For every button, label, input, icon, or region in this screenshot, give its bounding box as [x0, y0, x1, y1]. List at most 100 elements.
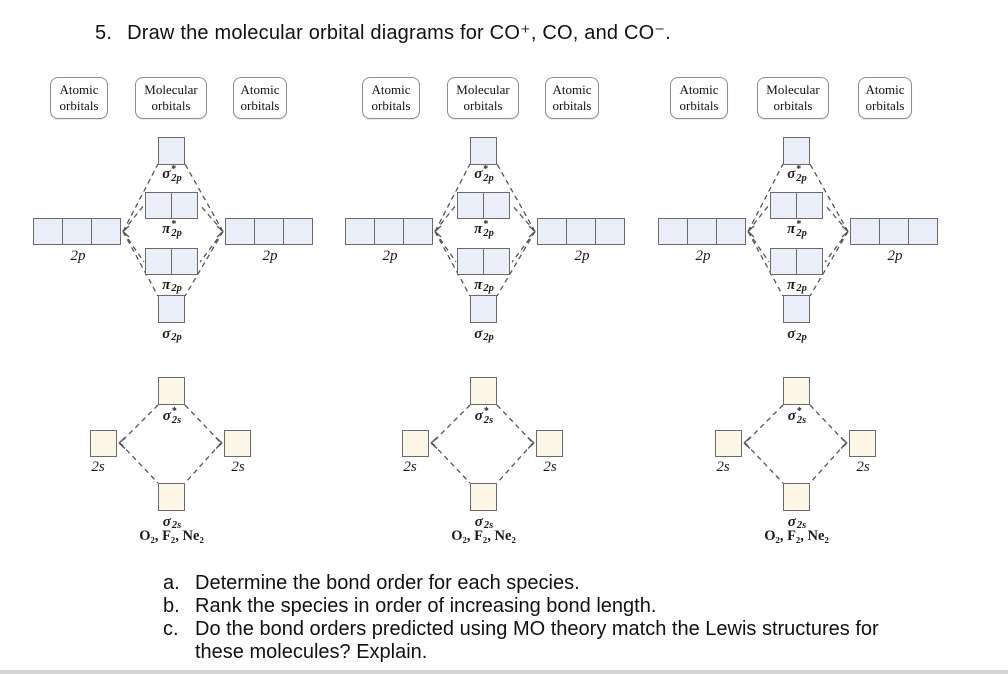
orbital-subscript: 2p	[796, 332, 807, 343]
pi-symbol: π	[787, 277, 796, 293]
right-2s-ao-box	[224, 430, 251, 457]
orbital-cell	[879, 218, 909, 245]
molecular-orbitals-box: Molecular orbitals	[757, 77, 829, 119]
orbital-cell	[158, 137, 185, 165]
left-2p-ao-boxes	[345, 218, 433, 245]
right-2p-label: 2p	[574, 248, 590, 264]
orbital-subscript: 2s	[483, 414, 494, 426]
atomic-orbitals-box-right: Atomic orbitals	[858, 77, 912, 119]
orbital-cell	[158, 377, 185, 405]
mo-diagram-co-minus: Atomic orbitals Molecular orbitals Atomi…	[655, 75, 955, 555]
orbital-cell	[716, 218, 746, 245]
orbital-cell	[225, 218, 255, 245]
question-list: a. Determine the bond order for each spe…	[163, 572, 901, 664]
right-2s-ao-box	[536, 430, 563, 457]
left-2p-label: 2p	[695, 248, 711, 264]
orbital-cell	[224, 430, 251, 457]
sigma-star-2s-label: σ*2s	[146, 407, 198, 426]
orbital-subscript: 2p	[483, 332, 494, 343]
problem-number: 5.	[95, 22, 113, 44]
orbital-cell	[850, 218, 880, 245]
orbital-cell	[33, 218, 63, 245]
right-2p-ao-boxes	[537, 218, 625, 245]
sigma-star-2s-label: σ*2s	[458, 407, 510, 426]
sigma-2p-box	[783, 295, 810, 323]
orbital-cell	[687, 218, 717, 245]
pi-symbol: π	[474, 221, 483, 237]
sigma-star-2p-label: σ*2p	[146, 165, 198, 184]
pi-symbol: π	[162, 277, 171, 293]
orbital-subscript: 2s	[483, 520, 494, 531]
pi-star-2p-boxes	[457, 192, 510, 219]
mo-diagram-co: Atomic orbitals Molecular orbitals Atomi…	[342, 75, 642, 555]
pi-symbol: π	[787, 221, 796, 237]
question-text: Rank the species in order of increasing …	[195, 595, 657, 617]
left-2s-label: 2s	[91, 459, 105, 475]
pi-2p-boxes	[145, 248, 198, 275]
orbital-cell	[254, 218, 284, 245]
right-2s-label: 2s	[231, 459, 245, 475]
right-2p-label: 2p	[262, 248, 278, 264]
star-superscript: *	[796, 164, 802, 175]
sigma-symbol: σ	[162, 166, 171, 182]
orbital-subscript: 2p	[796, 283, 807, 294]
sigma-symbol: σ	[162, 408, 171, 424]
atomic-orbitals-box-right: Atomic orbitals	[233, 77, 287, 119]
orbital-cell	[770, 248, 797, 275]
sigma-star-2p-box	[783, 137, 810, 165]
orbital-subscript: 2p	[171, 172, 182, 184]
orbital-cell	[783, 137, 810, 165]
orbital-cell	[158, 483, 185, 511]
sigma-symbol: σ	[787, 408, 796, 424]
sigma-star-2p-label: σ*2p	[458, 164, 510, 184]
pi-star-2p-boxes	[770, 192, 823, 219]
left-2p-label: 2p	[382, 248, 398, 264]
sigma-2s-box	[158, 483, 185, 511]
orbital-cell	[470, 295, 497, 323]
sigma-2p-box	[470, 295, 497, 323]
question-letter: b.	[163, 595, 180, 617]
orbital-cell	[715, 430, 742, 457]
star-superscript: *	[483, 164, 489, 175]
question-text: Determine the bond order for each specie…	[195, 572, 580, 594]
sigma-2p-box	[158, 295, 185, 323]
left-2s-ao-box	[402, 430, 429, 457]
pi-star-2p-label: π*2p	[771, 220, 823, 239]
star-superscript: *	[171, 219, 177, 230]
question-text: Do the bond orders predicted using MO th…	[195, 618, 879, 663]
orbital-cell	[62, 218, 92, 245]
orbital-cell	[374, 218, 404, 245]
sigma-2s-box	[783, 483, 810, 511]
sigma-symbol: σ	[474, 166, 483, 182]
orbital-cell	[402, 430, 429, 457]
orbital-subscript: 2p	[171, 332, 182, 343]
sigma-star-2p-label: σ*2p	[771, 164, 823, 184]
molecular-orbitals-box: Molecular orbitals	[135, 77, 207, 119]
sigma-symbol: σ	[787, 514, 796, 530]
page-bottom-edge	[0, 670, 1008, 674]
pi-star-2p-label: π*2p	[146, 219, 198, 239]
orbital-cell	[537, 218, 567, 245]
pi-2p-boxes	[457, 248, 510, 275]
orbital-cell	[908, 218, 938, 245]
orbital-subscript: 2p	[483, 227, 494, 239]
orbital-cell	[470, 483, 497, 511]
question-letter: c.	[163, 618, 179, 640]
right-2s-label: 2s	[856, 459, 870, 475]
molecule-examples-caption: O₂, F₂, Ne₂	[451, 528, 516, 544]
orbital-cell	[483, 248, 510, 275]
orbital-subscript: 2p	[171, 227, 182, 239]
sigma-symbol: σ	[787, 326, 796, 342]
sigma-star-2s-box	[470, 377, 497, 405]
orbital-cell	[171, 248, 198, 275]
molecule-examples-caption: O₂, F₂, Ne₂	[139, 528, 204, 544]
right-2p-label: 2p	[887, 248, 903, 264]
orbital-cell	[770, 192, 797, 219]
right-2p-ao-boxes	[850, 218, 938, 245]
